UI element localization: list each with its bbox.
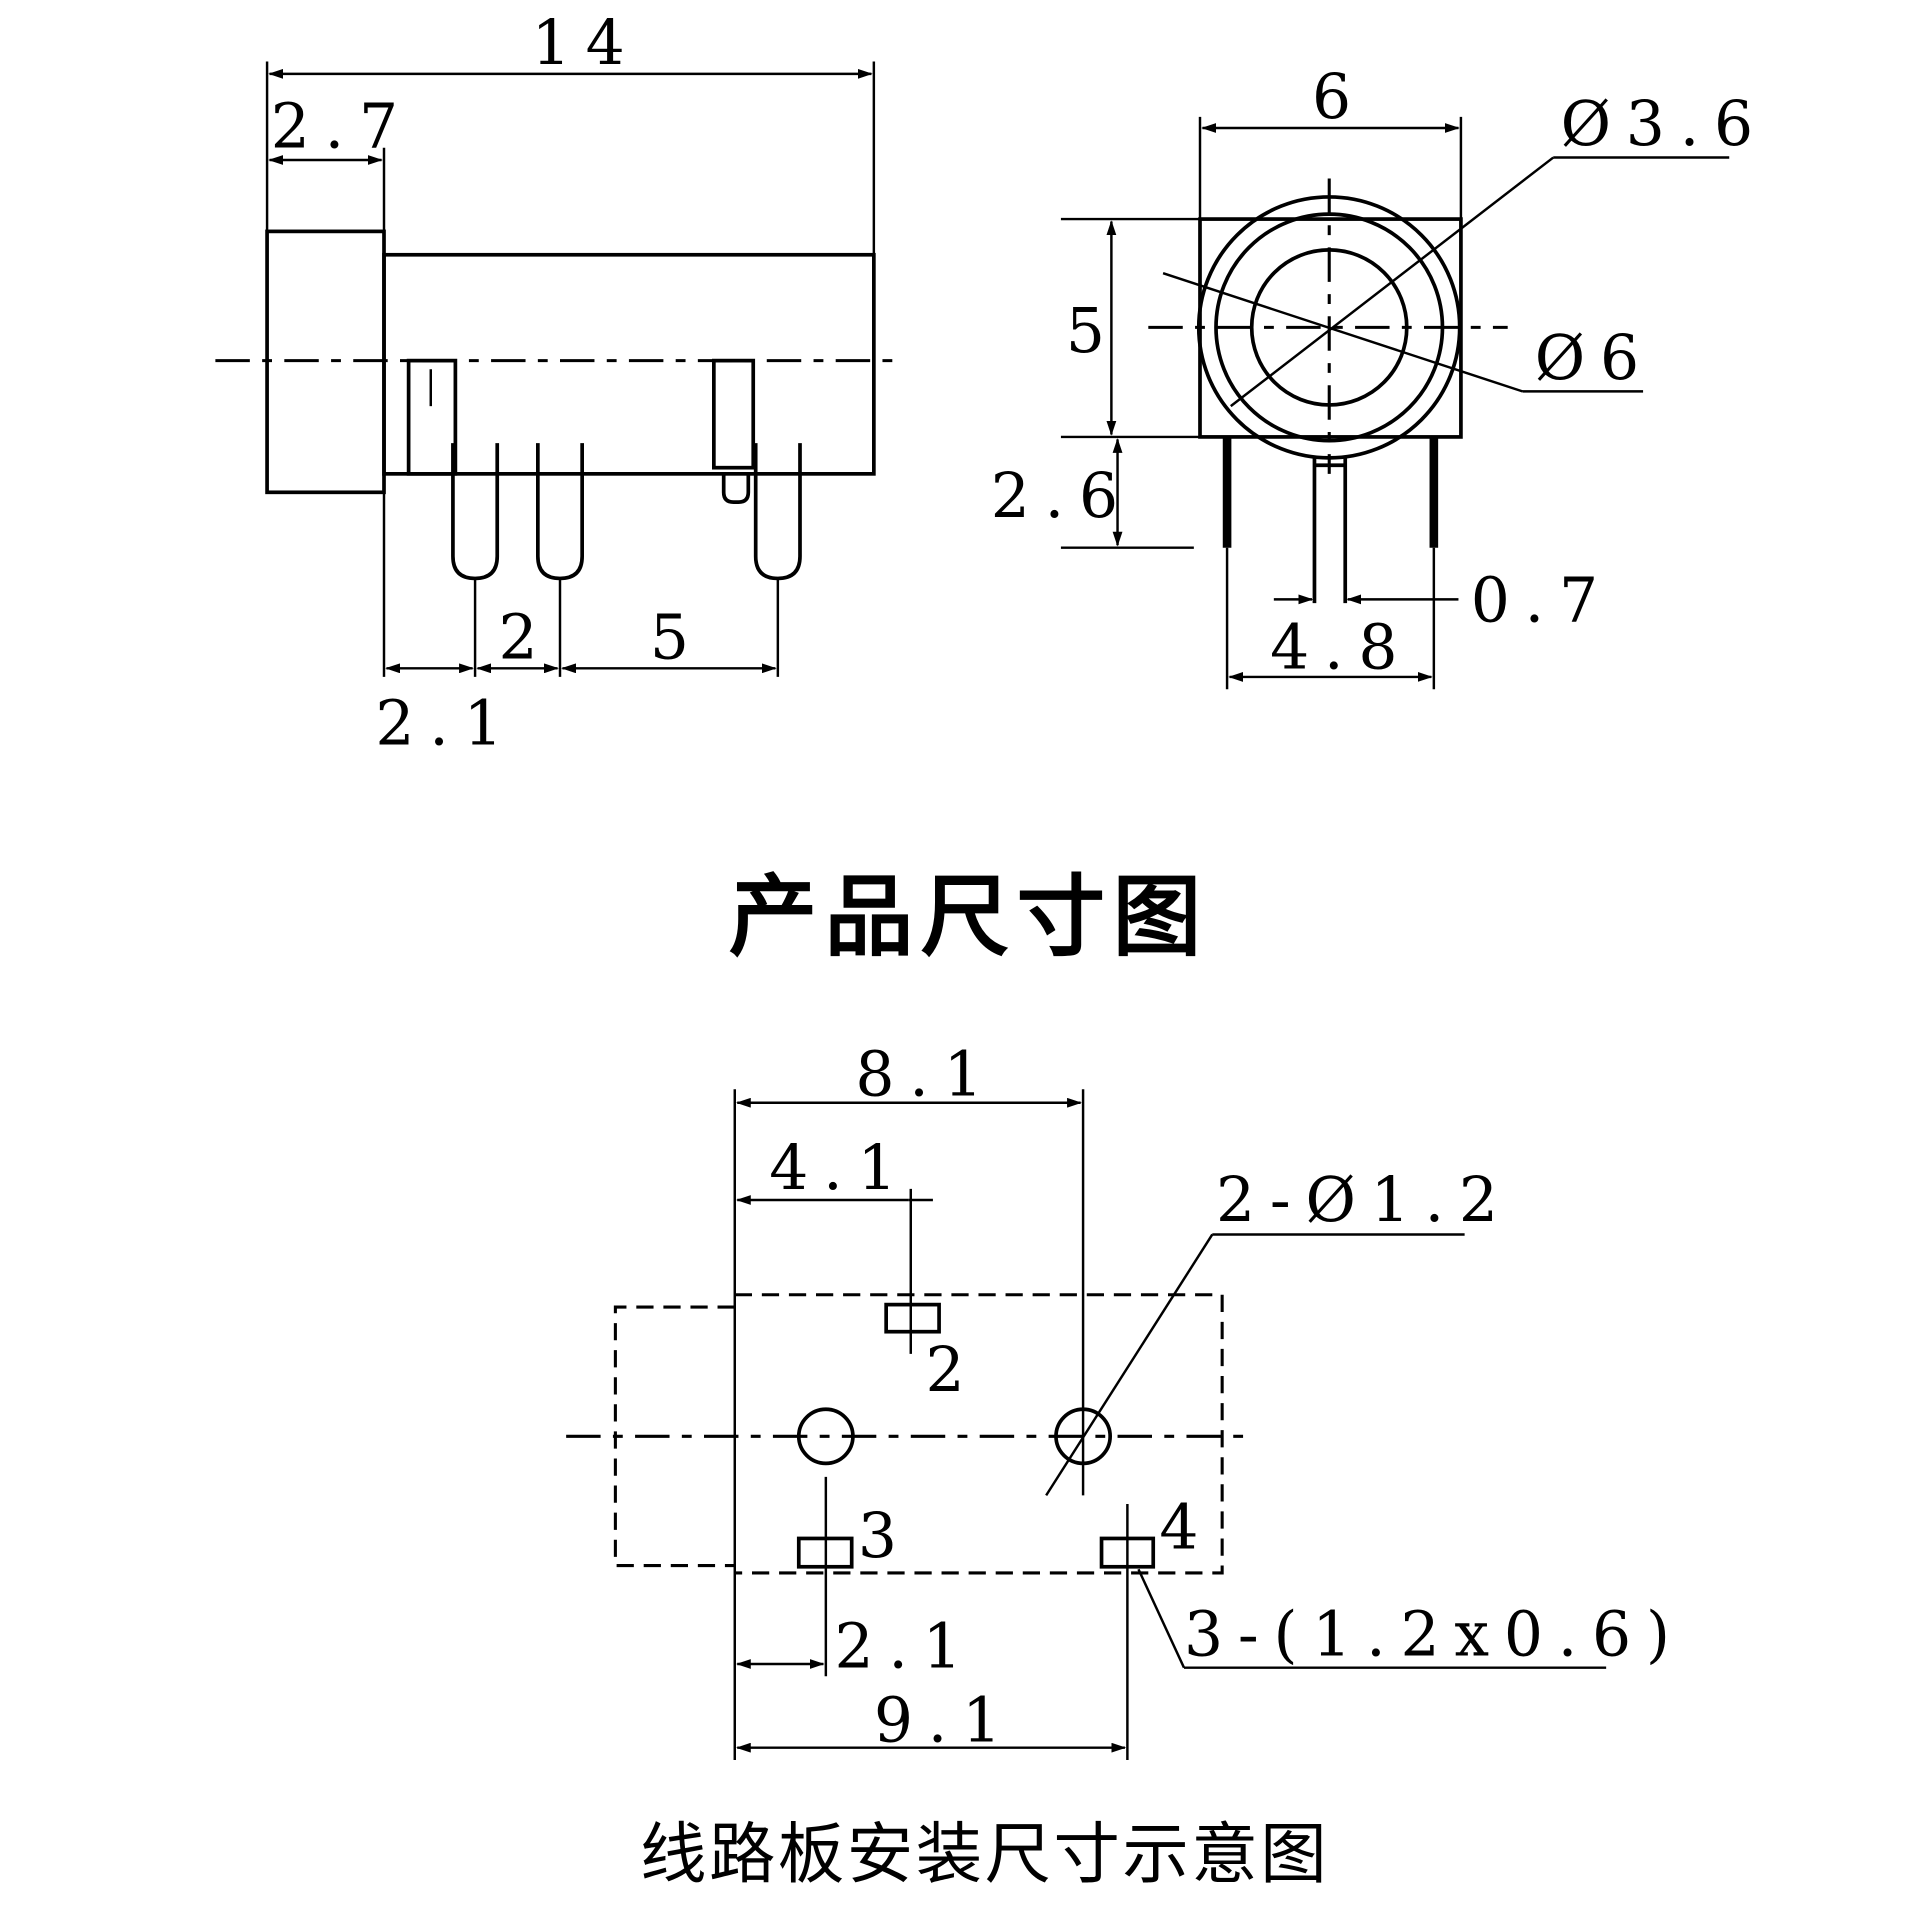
pad-label-3: 3 (858, 1500, 912, 1572)
dim-5: 5 (650, 601, 704, 673)
pcb-view: 8.1 4.1 2-Ø1.2 3-(1.2x0.6) 2.1 9.1 2 3 4 (566, 1038, 1685, 1760)
hole-spec: 2-Ø1.2 (1216, 1164, 1513, 1236)
dim-5-height: 5 (1066, 295, 1120, 367)
dim-9-1: 9.1 (874, 1685, 1016, 1757)
pad-label-2: 2 (926, 1334, 980, 1406)
dim-0-7: 0.7 (1471, 565, 1613, 637)
dim-2-6: 2.6 (991, 460, 1133, 532)
dim-4-1: 4.1 (769, 1132, 911, 1204)
dim-2-1: 2.1 (375, 688, 517, 760)
product-title: 产品尺寸图 (729, 866, 1209, 969)
dim-diameter-6: Ø6 (1535, 322, 1654, 394)
side-view: 14 2.7 2 5 2.1 (215, 7, 905, 760)
dim-2-1-pcb: 2.1 (834, 1611, 976, 1683)
pcb-caption: 线路板安装尺寸示意图 (640, 1815, 1329, 1893)
dim-2-7: 2.7 (271, 91, 413, 163)
pad-spec: 3-(1.2x0.6) (1184, 1598, 1685, 1670)
pad-label-4: 4 (1159, 1491, 1213, 1563)
front-view: 6 Ø3.6 Ø6 5 2.6 0.7 4.8 (991, 61, 1768, 690)
dim-8-1: 8.1 (855, 1038, 997, 1110)
dim-2: 2 (498, 601, 552, 673)
dim-6: 6 (1312, 61, 1366, 133)
dim-4-8: 4.8 (1270, 611, 1412, 683)
dim-14: 14 (532, 7, 640, 79)
dim-diameter-3-6: Ø3.6 (1561, 88, 1768, 160)
